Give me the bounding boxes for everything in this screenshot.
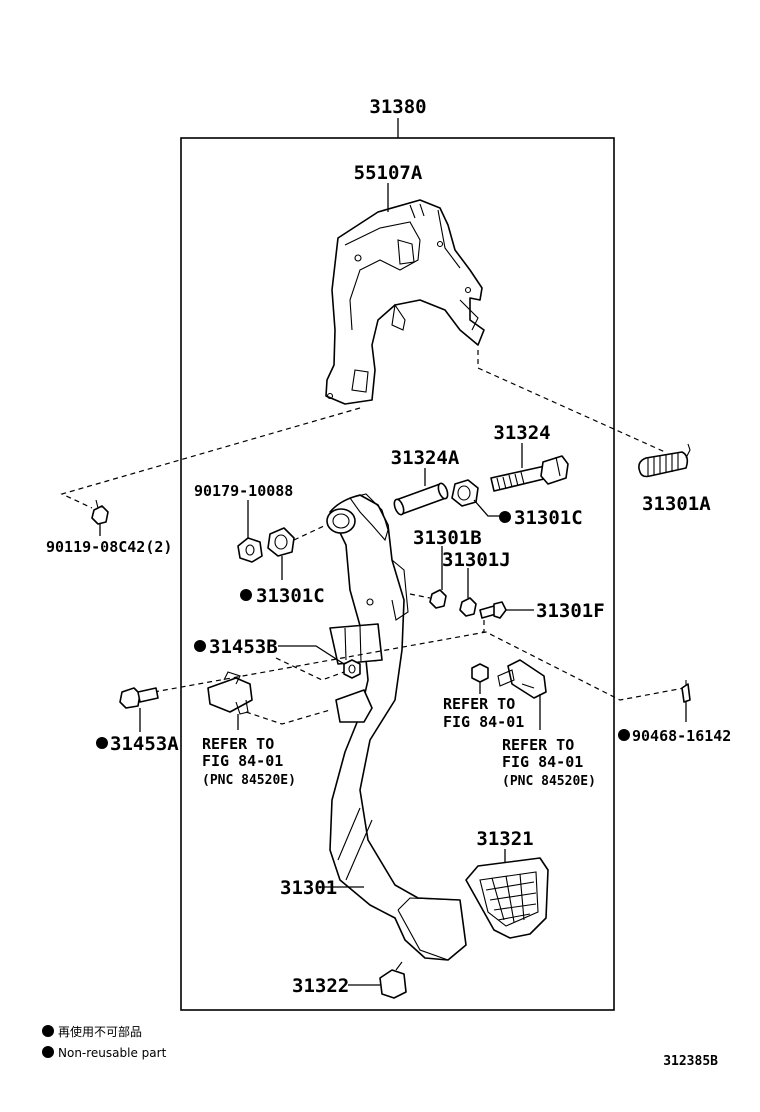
clutch-switch-right xyxy=(497,659,547,699)
label-31301F: 31301F xyxy=(536,600,605,622)
refer-right-line1: REFER TO xyxy=(502,736,574,754)
label-31324: 31324 xyxy=(493,422,550,444)
label-31453A: 31453A xyxy=(110,733,179,755)
bushing-31301C-left xyxy=(267,527,295,557)
non-reusable-dot xyxy=(618,729,630,741)
non-reusable-dot xyxy=(499,511,511,523)
legend-japanese: 再使用不可部品 xyxy=(58,1024,142,1039)
label-31301C-right: 31301C xyxy=(514,507,583,529)
label-31301B: 31301B xyxy=(413,527,482,549)
clip-90468-16142 xyxy=(681,680,691,703)
non-reusable-dot xyxy=(96,737,108,749)
label-assembly-31380: 31380 xyxy=(369,96,426,118)
label-31453B: 31453B xyxy=(209,636,278,658)
label-90119-08C42: 90119-08C42(2) xyxy=(46,538,172,556)
refer-left-line1: REFER TO xyxy=(202,735,274,753)
label-31301A: 31301A xyxy=(642,493,711,515)
refer-right-line3: (PNC 84520E) xyxy=(502,774,596,789)
bolt-90119-08C42 xyxy=(91,499,109,525)
bolt-31453A xyxy=(119,687,159,709)
bolt-31301F xyxy=(479,601,507,619)
nut-31453B xyxy=(343,659,361,679)
pin-31324A xyxy=(393,482,449,516)
refer-mid-line2: FIG 84-01 xyxy=(443,713,524,731)
label-31301C-left: 31301C xyxy=(256,585,325,607)
non-reusable-dot xyxy=(194,640,206,652)
bushing-31301C-right xyxy=(451,479,479,507)
figure-code: 312385B xyxy=(663,1054,718,1069)
label-31324A: 31324A xyxy=(391,447,460,469)
label-31301: 31301 xyxy=(280,877,337,899)
legend-dot-en xyxy=(42,1046,54,1058)
brake-pedal-31301 xyxy=(326,493,467,961)
legend-dot-jp xyxy=(42,1025,54,1037)
stop-lamp-switch-left xyxy=(207,671,253,715)
pedal-pad-31321 xyxy=(465,857,549,939)
label-90179-10088: 90179-10088 xyxy=(194,482,293,500)
return-spring-31301A xyxy=(638,443,691,478)
refer-left-line3: (PNC 84520E) xyxy=(202,773,296,788)
label-55107A: 55107A xyxy=(354,162,423,184)
non-reusable-dot xyxy=(240,589,252,601)
stopper-31301B xyxy=(429,589,447,609)
lock-nut-right xyxy=(471,663,489,683)
legend-english: Non-reusable part xyxy=(58,1046,167,1060)
label-31301J: 31301J xyxy=(442,549,511,571)
label-90468-16142: 90468-16142 xyxy=(632,727,731,745)
cushion-31322 xyxy=(379,961,407,999)
part-31301J xyxy=(459,597,477,617)
bolt-31324 xyxy=(490,455,569,492)
refer-mid-line1: REFER TO xyxy=(443,695,515,713)
support-bracket-55107A xyxy=(325,199,485,405)
nut-90179-10088 xyxy=(237,537,263,563)
label-31322: 31322 xyxy=(292,975,349,997)
refer-right-line2: FIG 84-01 xyxy=(502,753,583,771)
label-31321: 31321 xyxy=(476,828,533,850)
refer-left-line2: FIG 84-01 xyxy=(202,752,283,770)
